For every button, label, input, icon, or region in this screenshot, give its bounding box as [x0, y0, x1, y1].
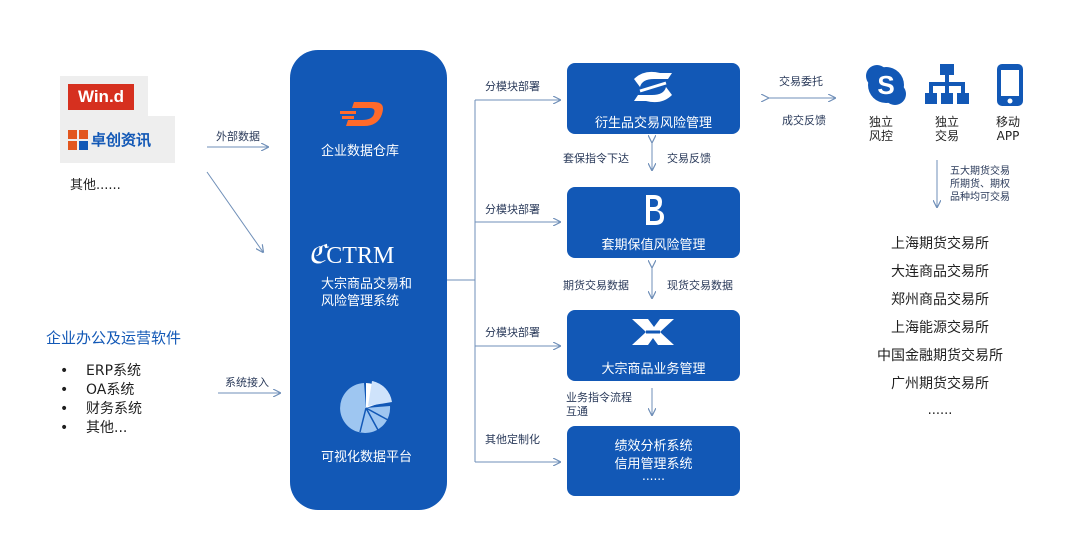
warehouse-label: 企业数据仓库: [321, 144, 400, 159]
commodity-business-module[interactable]: 大宗商品业务管理: [567, 310, 740, 381]
hedging-module-label: 套期保值风险管理: [601, 238, 706, 253]
wind-logo: Win.d: [60, 76, 148, 116]
list-item: •OA系统: [60, 382, 135, 398]
exchange-item: 郑州商品交易所: [891, 292, 989, 308]
independent-risk-label: 独立风控: [869, 115, 894, 143]
commodity-module-label: 大宗商品业务管理: [601, 362, 706, 377]
custom-label: 其他定制化: [485, 433, 540, 446]
biz-flow-label-line2: 互通: [566, 405, 588, 418]
ctrm-core-panel: 企业数据仓库 ℭCTRM 大宗商品交易和 风险管理系统 可视化数据平台: [290, 50, 447, 510]
list-item: •ERP系统: [60, 363, 142, 379]
hedging-logo-icon: [646, 195, 664, 225]
list-item: •其他...: [60, 420, 128, 436]
list-item: •财务系统: [60, 401, 142, 417]
performance-credit-module[interactable]: 绩效分析系统 信用管理系统 ......: [567, 426, 740, 496]
deal-feedback-label: 成交反馈: [782, 114, 826, 127]
derivatives-module-label: 衍生品交易风险管理: [594, 116, 712, 131]
deploy-label-3: 分模块部署: [485, 326, 540, 339]
exchange-item: 广州期货交易所: [891, 376, 989, 392]
commodity-logo-icon: [632, 319, 674, 345]
office-title: 企业办公及运营软件: [46, 329, 182, 347]
exchange-note: 五大期货交易 所期货、期权 品种均可交易: [950, 166, 1010, 203]
exchange-item: ......: [927, 403, 953, 418]
trade-feedback-label: 交易反馈: [667, 152, 711, 165]
trade-commission-label: 交易委托: [779, 75, 823, 88]
office-list: •ERP系统 •OA系统 •财务系统 •其他...: [60, 360, 142, 436]
performance-label: 绩效分析系统: [614, 439, 693, 454]
system-access-label: 系统接入: [225, 376, 269, 389]
exchange-item: 上海期货交易所: [891, 236, 989, 252]
ctrm-logo-text: CTRM: [326, 243, 395, 269]
ctrm-title-line2: 风险管理系统: [321, 294, 400, 309]
wind-logo-text: Win.d: [68, 84, 134, 110]
derivatives-logo-icon: [634, 71, 672, 103]
data-sources-others: 其他......: [70, 178, 121, 193]
hedging-risk-module[interactable]: 套期保值风险管理: [567, 187, 740, 258]
zhuochuang-icon: [68, 130, 88, 150]
ctrm-logo-mark: ℭ: [308, 240, 327, 269]
credit-label: 信用管理系统: [614, 457, 693, 472]
biz-flow-label-line1: 业务指令流程: [566, 391, 632, 404]
deploy-label-1: 分模块部署: [485, 80, 540, 93]
network-icon: [925, 64, 969, 104]
derivatives-risk-module[interactable]: 衍生品交易风险管理: [567, 63, 740, 134]
more-label: ......: [642, 469, 665, 483]
mobile-phone-icon: [997, 64, 1023, 106]
svg-text:S: S: [877, 70, 894, 100]
independent-trade-label: 独立交易: [935, 115, 960, 143]
deploy-label-2: 分模块部署: [485, 203, 540, 216]
spot-data-label: 现货交易数据: [667, 279, 733, 292]
futures-data-label: 期货交易数据: [563, 279, 629, 292]
warehouse-icon: [340, 102, 383, 126]
skype-icon: S: [866, 65, 906, 105]
zhuochuang-logo-text: 卓创资讯: [91, 131, 152, 149]
ctrm-logo: ℭCTRM: [308, 240, 394, 270]
exchange-item: 大连商品交易所: [891, 264, 989, 280]
exchange-item: 上海能源交易所: [891, 320, 989, 336]
zhuochuang-logo: 卓创资讯: [60, 116, 175, 163]
external-data-label: 外部数据: [216, 130, 260, 143]
exchange-item: 中国金融期货交易所: [877, 348, 1003, 364]
ctrm-title-line1: 大宗商品交易和: [321, 277, 413, 292]
pie-chart-icon: [340, 381, 392, 433]
visual-platform-label: 可视化数据平台: [321, 450, 413, 465]
hedge-instruction-label: 套保指令下达: [563, 152, 629, 165]
